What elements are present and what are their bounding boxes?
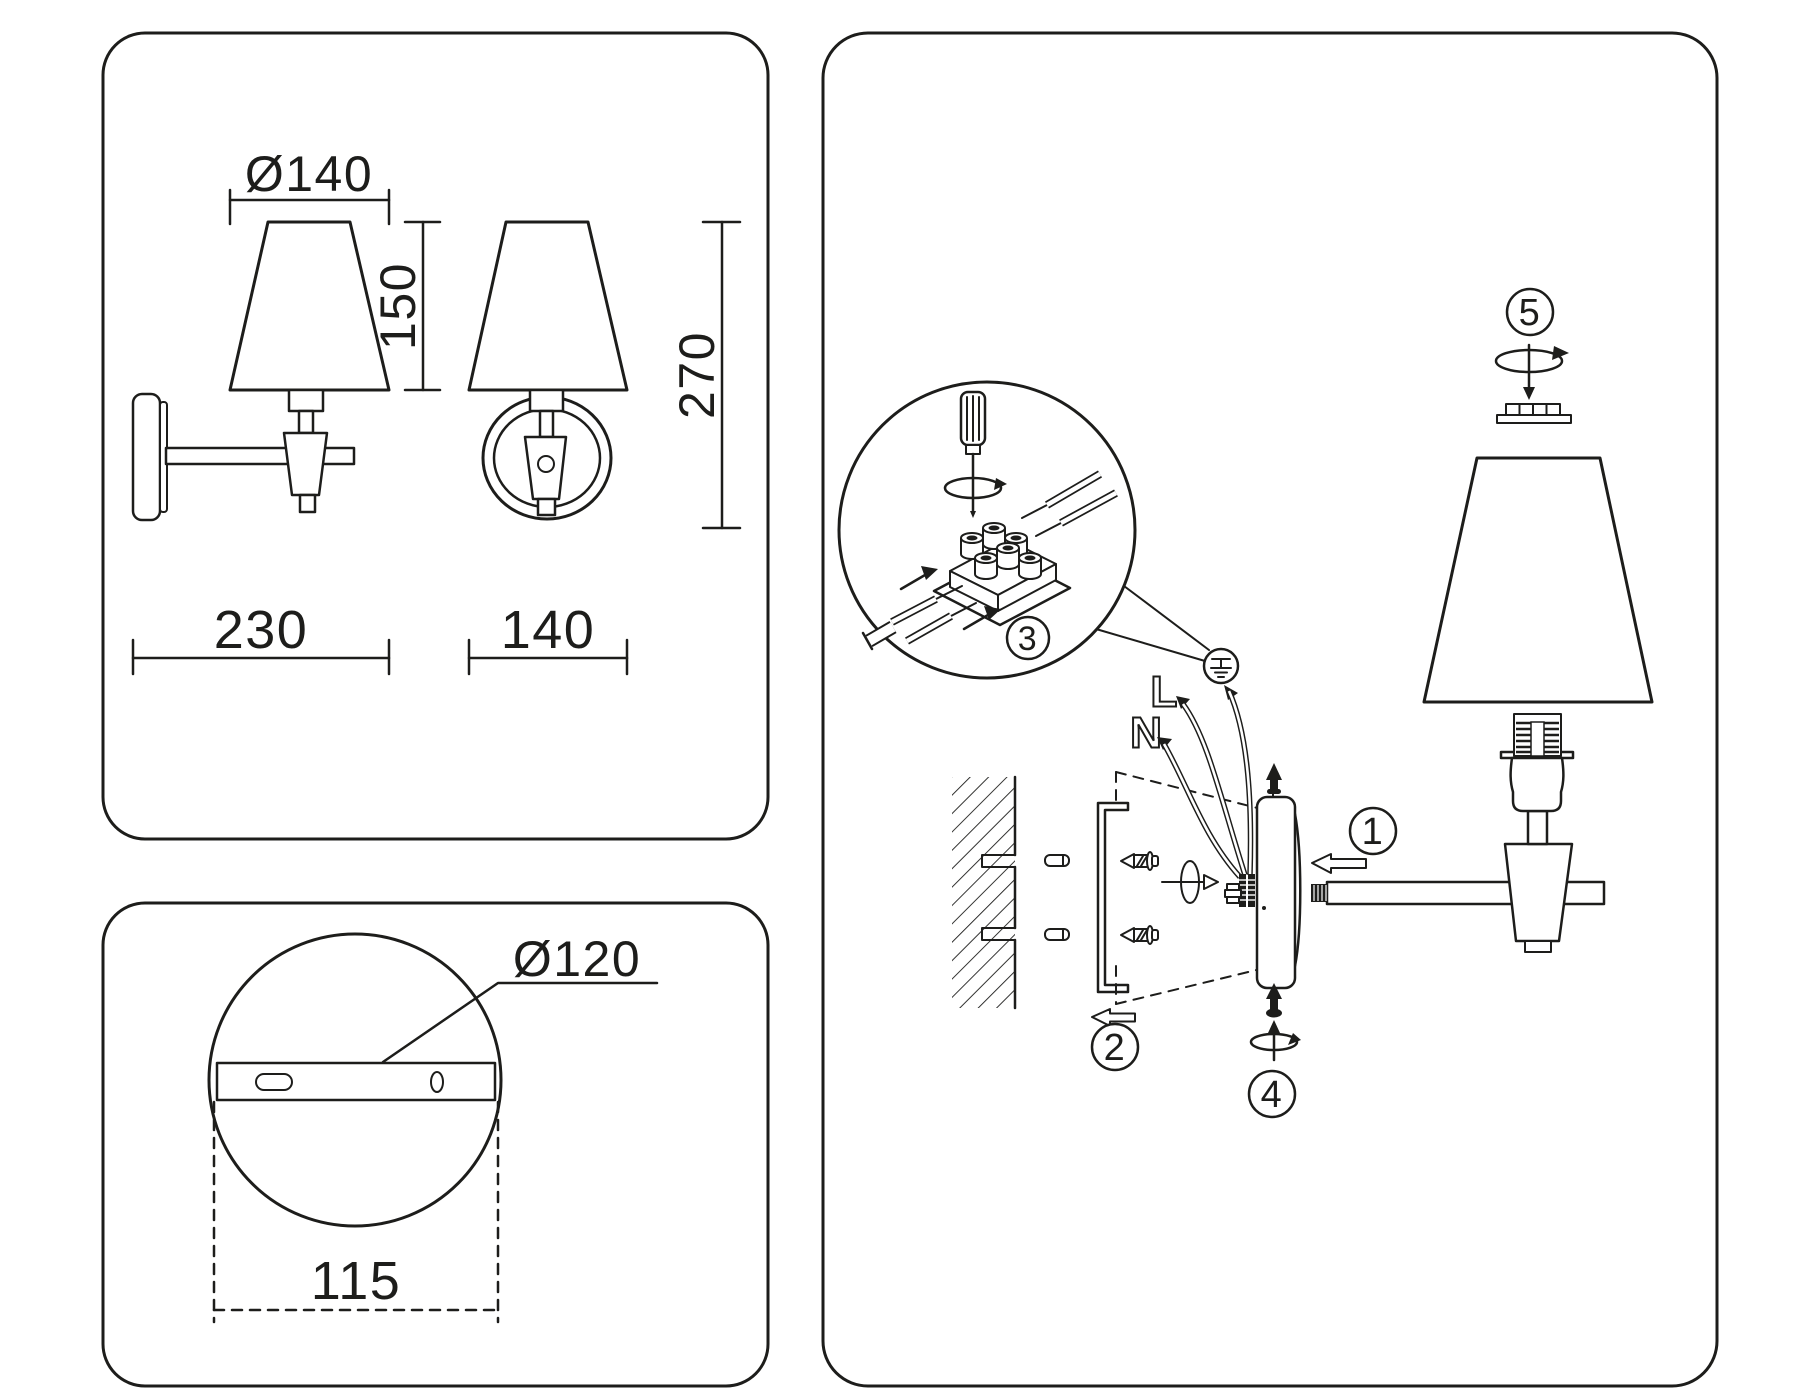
- fixture-width-label: 140: [501, 600, 596, 660]
- ground-symbol-icon: [1202, 647, 1240, 685]
- terminal-screw: [1018, 552, 1042, 580]
- stem-front: [538, 409, 555, 439]
- wall-anchor-icon: [1044, 854, 1070, 867]
- lampshade: [1422, 456, 1654, 704]
- panel-border: [821, 31, 1719, 1388]
- socket-threads: [1513, 713, 1562, 757]
- dimension-fixture-height: 270: [669, 220, 742, 530]
- fixing-screw-top-icon: [1266, 763, 1282, 794]
- step-5-badge: 5: [1505, 287, 1555, 337]
- fixture-depth-label: 230: [214, 600, 309, 660]
- lampshade-side: [228, 220, 391, 392]
- rotate-arrow-icon: [943, 476, 1007, 500]
- step-4-number: 4: [1261, 1074, 1284, 1116]
- screwdriver-icon: [959, 390, 987, 518]
- step-4-badge: 4: [1247, 1069, 1297, 1119]
- candle-cone-side: [282, 431, 329, 497]
- cone-foot: [1524, 940, 1552, 953]
- wall-hatching: [952, 777, 1015, 1008]
- step-1-number: 1: [1362, 811, 1385, 853]
- cone-foot-front: [536, 497, 557, 517]
- fixing-screw-bottom-icon: [1266, 983, 1282, 1018]
- side-view-drawing: [131, 220, 391, 522]
- panel-installation: 3 L N: [821, 31, 1719, 1388]
- dimension-mount-spacing: 115: [212, 1100, 500, 1324]
- panel-border: [101, 31, 770, 841]
- switch-knob: [537, 455, 555, 473]
- lamp-assembly: 5: [1311, 287, 1654, 953]
- lamp-socket: [1499, 750, 1575, 813]
- mount-spacing-label: 115: [311, 1251, 402, 1311]
- dimension-fixture-width: 140: [467, 600, 629, 676]
- stem: [1526, 809, 1549, 846]
- step-5-number: 5: [1519, 292, 1542, 334]
- plate-diameter-label: Ø120: [513, 931, 641, 987]
- drill-hole-top: [981, 854, 1016, 868]
- arm-threaded-end: [1311, 884, 1327, 902]
- shade-retaining-ring: [1496, 403, 1572, 424]
- mount-hole: [430, 1071, 444, 1093]
- terminal-screw: [974, 552, 998, 580]
- supply-wires: [1157, 685, 1254, 879]
- step-2-badge: 2: [1090, 1022, 1140, 1072]
- step-1-badge: 1: [1348, 806, 1398, 856]
- screw-icon: [1120, 925, 1159, 945]
- cable-gland: [1226, 896, 1240, 904]
- neutral-wire-label: N: [1130, 709, 1162, 758]
- shade-neck-side: [287, 388, 325, 413]
- dimension-shade-height: 150: [370, 220, 442, 392]
- rotate-arrow-icon: [1249, 1020, 1301, 1062]
- mount-slot: [255, 1073, 293, 1091]
- direction-arrow-icon: [899, 566, 938, 591]
- step-3-badge: 3: [1005, 615, 1051, 661]
- shade-neck-front: [528, 388, 565, 413]
- leader-line: [381, 981, 659, 1064]
- front-view-drawing: [467, 220, 629, 521]
- rotate-arrow-icon: [1161, 860, 1219, 904]
- candle-cone: [1503, 842, 1574, 943]
- fixture-height-label: 270: [669, 331, 725, 419]
- step-1-arrow-icon: [1311, 853, 1367, 874]
- panel-product-dimensions: Ø140 150 270 230 140: [101, 31, 770, 841]
- step-2-number: 2: [1104, 1027, 1127, 1069]
- bubble-wires: [861, 470, 1118, 651]
- step-3-number: 3: [1018, 620, 1038, 658]
- lampshade-front: [467, 220, 629, 392]
- backplate: [1255, 795, 1302, 990]
- rotate-arrow-icon: [1494, 343, 1569, 400]
- stem-side: [297, 409, 315, 435]
- drill-hole-bottom: [981, 927, 1016, 941]
- terminal-block: [932, 522, 1072, 627]
- direction-arrow-icon: [962, 606, 1001, 631]
- wall-section: [952, 775, 1017, 1010]
- terminal-screw: [996, 542, 1020, 570]
- cone-foot-side: [298, 493, 317, 514]
- dimension-shade-diameter: Ø140: [228, 146, 391, 226]
- live-wire-label: L: [1151, 668, 1178, 717]
- wall-plate-side: [131, 392, 162, 522]
- panel-backplate-dimensions: Ø120 115: [101, 901, 770, 1388]
- backplate-body: [1255, 795, 1297, 990]
- detail-bubble: 3: [837, 380, 1210, 680]
- wall-anchor-icon: [1044, 928, 1070, 941]
- dimension-fixture-depth: 230: [131, 600, 391, 676]
- cable-gland: [1224, 889, 1242, 898]
- shade-height-label: 150: [370, 262, 426, 350]
- shade-diameter-label: Ø140: [245, 146, 373, 202]
- screw-icon: [1120, 851, 1159, 871]
- mounting-bracket: [1096, 801, 1130, 994]
- terminal-strip: [1224, 874, 1255, 907]
- panel-border: [101, 901, 770, 1388]
